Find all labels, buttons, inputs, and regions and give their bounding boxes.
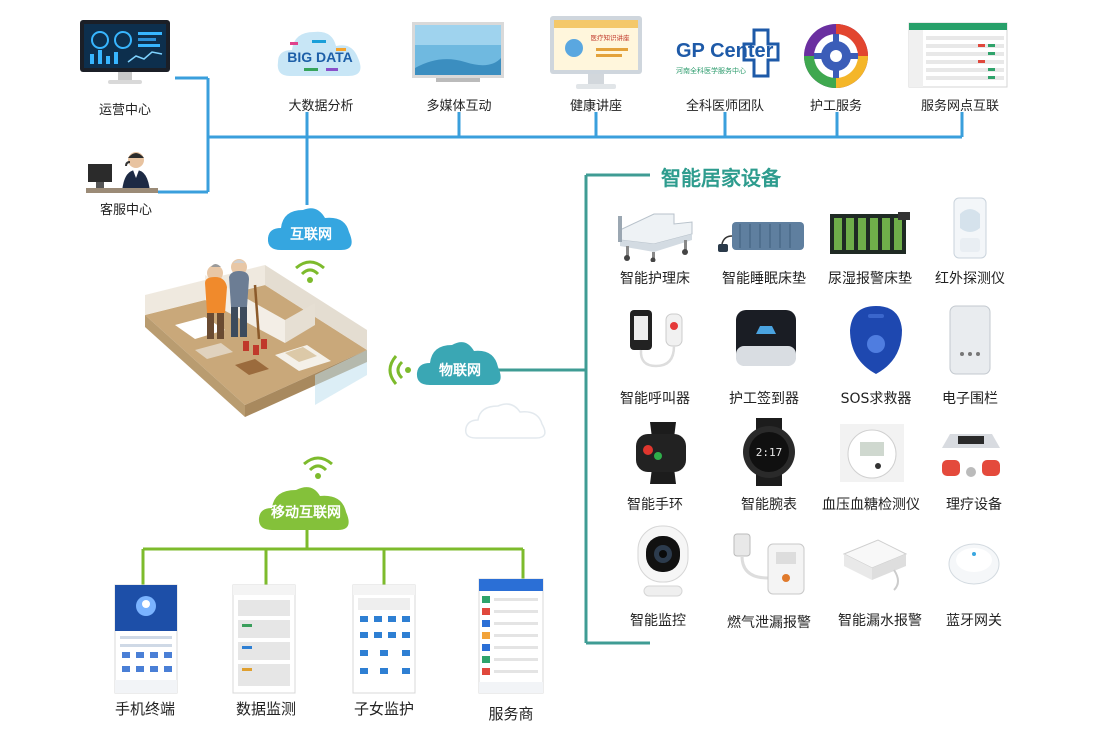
- device-label: 智能腕表: [741, 497, 797, 513]
- wifi-signal-icon: [303, 456, 333, 479]
- electronic-fence-icon: [948, 304, 992, 376]
- therapy-device-icon: [936, 424, 1006, 484]
- left-node-label: 运营中心: [98, 103, 151, 118]
- mobile-internet-cloud: 移动互联网: [256, 478, 356, 536]
- sleep-mattress-icon: [716, 210, 808, 256]
- internet-cloud-label: 互联网: [290, 227, 332, 243]
- wifi-signal-icon: [388, 355, 411, 385]
- device-label: 智能护理床: [620, 271, 690, 287]
- gp-center-logo: GP Center 河南全科医学服务中心: [670, 28, 782, 84]
- device-label: 智能监控: [630, 613, 686, 629]
- care-service-logo: [802, 22, 870, 90]
- nursing-bed-icon: [614, 200, 698, 263]
- bp-glucose-meter-icon: [838, 422, 906, 484]
- device-label: 红外探测仪: [935, 271, 1005, 287]
- top-row-label: 全科医师团队: [685, 99, 764, 114]
- bottom-row-label: 数据监测: [235, 700, 296, 718]
- device-label: 智能呼叫器: [620, 391, 690, 407]
- top-row-label: 护工服务: [809, 99, 862, 114]
- smart-home-house-illustration: [135, 255, 375, 450]
- gas-leak-alarm-icon: [728, 528, 810, 600]
- call-button-icon: [626, 306, 688, 376]
- big-data-icon: BIG DATA: [276, 18, 366, 88]
- device-label: 智能漏水报警: [838, 613, 922, 629]
- bottom-row-label: 服务商: [488, 705, 534, 723]
- device-label: 智能睡眠床垫: [722, 271, 806, 287]
- phone-service-provider-icon: [478, 578, 544, 694]
- health-lecture-monitor-icon: 医疗知识讲座: [548, 14, 644, 94]
- security-camera-icon: [634, 524, 692, 600]
- operations-monitor-icon: [78, 18, 172, 88]
- device-label: 理疗设备: [946, 497, 1002, 513]
- sos-device-icon: [848, 304, 904, 376]
- multimedia-board-icon: [410, 18, 506, 88]
- decorative-cloud-outline: [464, 403, 546, 439]
- top-row-label: 健康讲座: [569, 99, 622, 114]
- service-network-screen-icon: [908, 22, 1008, 88]
- water-leak-alarm-icon: [838, 534, 912, 594]
- infrared-detector-icon: [950, 196, 990, 260]
- big-data-text: BIG DATA: [287, 49, 353, 65]
- wifi-signal-icon: [295, 260, 325, 283]
- device-label: SOS求救器: [840, 391, 912, 407]
- mobile-cloud-label: 移动互联网: [271, 505, 341, 521]
- checkin-device-icon: [732, 306, 800, 370]
- phone-family-monitor-icon: [352, 584, 416, 694]
- lecture-screen-text: 医疗知识讲座: [591, 33, 631, 42]
- watch-time-text: 2:17: [756, 446, 783, 459]
- device-label: 电子围栏: [942, 391, 998, 407]
- bottom-row-label: 子女监护: [353, 700, 414, 718]
- smart-watch-icon: 2:17: [738, 416, 800, 488]
- section-title-smart-home-devices: 智能居家设备: [661, 166, 781, 190]
- top-row-label: 多媒体互动: [426, 99, 492, 114]
- device-label: 护工签到器: [729, 391, 799, 407]
- device-label: 智能手环: [627, 497, 683, 513]
- device-label: 尿湿报警床垫: [828, 271, 912, 287]
- top-row-label: 大数据分析: [288, 99, 354, 114]
- left-node-label: 客服中心: [99, 203, 152, 218]
- device-label: 蓝牙网关: [946, 613, 1002, 629]
- phone-data-monitor-icon: [232, 584, 296, 694]
- iot-cloud-label: 物联网: [439, 363, 481, 379]
- iot-cloud: 物联网: [414, 333, 506, 391]
- device-label: 燃气泄漏报警: [727, 615, 811, 631]
- customer-service-agent-icon: [86, 148, 160, 196]
- internet-cloud: 互联网: [265, 200, 357, 256]
- bluetooth-gateway-icon: [946, 538, 1002, 586]
- bottom-row-label: 手机终端: [114, 700, 175, 718]
- phone-app-home-icon: [114, 584, 178, 694]
- gp-center-subtitle: 河南全科医学服务中心: [676, 67, 746, 75]
- top-row-label: 服务网点互联: [920, 99, 999, 114]
- wet-alarm-mattress-icon: [828, 210, 912, 256]
- smart-band-icon: [630, 420, 690, 486]
- device-label: 血压血糖检测仪: [822, 497, 920, 513]
